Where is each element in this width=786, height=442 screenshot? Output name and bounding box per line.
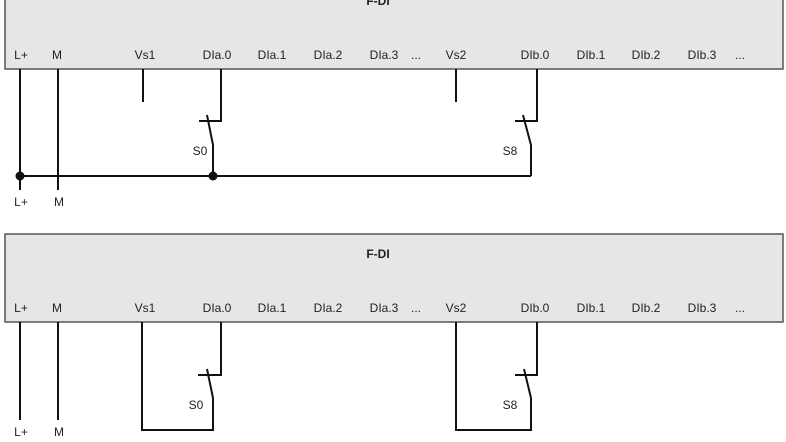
f-di-module bbox=[4, 0, 784, 70]
terminal-dib2: DIb.2 bbox=[632, 301, 661, 315]
junction-dot bbox=[15, 171, 25, 181]
terminal-dia2: DIa.2 bbox=[314, 48, 343, 62]
terminal-dib0: DIb.0 bbox=[521, 48, 550, 62]
terminal-labels: L+ M Vs1 DIa.0 DIa.1 DIa.2 DIa.3 ... Vs2… bbox=[14, 301, 745, 315]
wire-dib0 bbox=[515, 322, 538, 376]
supply-label-m: M bbox=[54, 195, 64, 209]
switch-s8 bbox=[523, 368, 532, 399]
switch-s0 bbox=[206, 114, 214, 176]
terminal-dia0: DIa.0 bbox=[203, 48, 232, 62]
junction-dot bbox=[208, 171, 218, 181]
supply-label-l-plus: L+ bbox=[14, 195, 28, 209]
wires bbox=[19, 322, 538, 431]
terminal-dia1: DIa.1 bbox=[258, 301, 287, 315]
supply-label-m: M bbox=[54, 425, 64, 439]
terminal-ellipsis-b: ... bbox=[735, 301, 745, 315]
terminal-ellipsis-a: ... bbox=[411, 301, 421, 315]
diagram-1: F-DI L+ M Vs1 DIa.0 DIa.1 DIa.2 DIa.3 ..… bbox=[4, 0, 784, 209]
terminal-labels: L+ M Vs1 DIa.0 DIa.1 DIa.2 DIa.3 ... Vs2… bbox=[14, 48, 745, 62]
wires bbox=[15, 69, 538, 190]
switch-label-s0: S0 bbox=[189, 398, 204, 412]
terminal-dib2: DIb.2 bbox=[632, 48, 661, 62]
terminal-dia0: DIa.0 bbox=[203, 301, 232, 315]
switch-s0 bbox=[206, 368, 214, 399]
terminal-dib0: DIb.0 bbox=[521, 301, 550, 315]
wire-dib0 bbox=[515, 69, 538, 122]
module-title: F-DI bbox=[366, 247, 389, 261]
terminal-dia2: DIa.2 bbox=[314, 301, 343, 315]
diagram-2: F-DI L+ M Vs1 DIa.0 DIa.1 DIa.2 DIa.3 ..… bbox=[4, 233, 784, 439]
wire-vs1-loop bbox=[141, 322, 214, 431]
terminal-l-plus: L+ bbox=[14, 301, 28, 315]
terminal-l-plus: L+ bbox=[14, 48, 28, 62]
switch-s8 bbox=[522, 114, 532, 176]
supply-label-l-plus: L+ bbox=[14, 425, 28, 439]
terminal-vs1: Vs1 bbox=[135, 48, 156, 62]
terminal-ellipsis-a: ... bbox=[411, 48, 421, 62]
switch-label-s8: S8 bbox=[503, 398, 518, 412]
switch-label-s8: S8 bbox=[503, 144, 518, 158]
terminal-m: M bbox=[52, 301, 62, 315]
terminal-dib1: DIb.1 bbox=[577, 301, 606, 315]
terminal-dib3: DIb.3 bbox=[688, 301, 717, 315]
f-di-module bbox=[4, 233, 784, 323]
terminal-dia1: DIa.1 bbox=[258, 48, 287, 62]
terminal-vs1: Vs1 bbox=[135, 301, 156, 315]
terminal-dib1: DIb.1 bbox=[577, 48, 606, 62]
wire-dia0 bbox=[198, 322, 222, 376]
terminal-m: M bbox=[52, 48, 62, 62]
wire-dia0 bbox=[199, 69, 222, 122]
module-title: F-DI bbox=[366, 0, 389, 8]
switch-label-s0: S0 bbox=[193, 144, 208, 158]
terminal-dia3: DIa.3 bbox=[370, 301, 399, 315]
terminal-dib3: DIb.3 bbox=[688, 48, 717, 62]
terminal-ellipsis-b: ... bbox=[735, 48, 745, 62]
terminal-vs2: Vs2 bbox=[446, 48, 467, 62]
terminal-dia3: DIa.3 bbox=[370, 48, 399, 62]
wire-vs2-loop bbox=[455, 322, 532, 431]
terminal-vs2: Vs2 bbox=[446, 301, 467, 315]
